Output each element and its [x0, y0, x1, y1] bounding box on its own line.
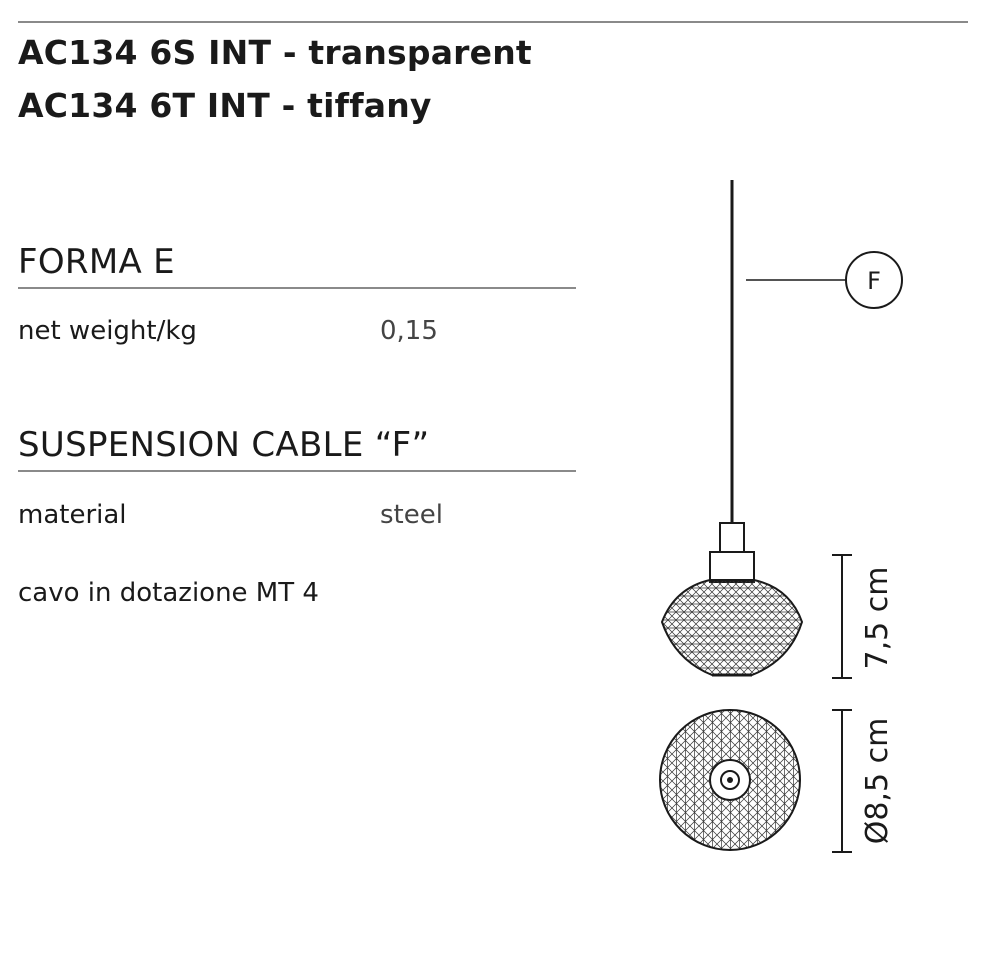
diameter-dim-label: Ø8,5 cm — [860, 718, 895, 845]
product-title-tiffany: AC134 6T INT - tiffany — [18, 86, 432, 125]
net-weight-label: net weight/kg — [18, 316, 197, 346]
lamp-cap — [719, 522, 745, 554]
top-divider — [18, 21, 968, 23]
section-divider-forma — [18, 287, 576, 289]
section-divider-cable — [18, 470, 576, 472]
cable-callout-circle — [845, 251, 903, 309]
product-title-transparent: AC134 6S INT - transparent — [18, 33, 532, 72]
net-weight-value: 0,15 — [380, 316, 438, 346]
cable-callout-label: F — [867, 267, 881, 295]
section-heading-forma: FORMA E — [18, 242, 175, 282]
section-heading-cable: SUSPENSION CABLE “F” — [18, 425, 430, 465]
material-label: material — [18, 500, 127, 530]
lamp-holder — [709, 551, 755, 583]
height-dim-label: 7,5 cm — [860, 567, 895, 670]
cable-note: cavo in dotazione MT 4 — [18, 578, 319, 608]
lamp-shade-side — [660, 579, 804, 676]
lamp-technical-drawing: F 7,5 cm Ø8,5 cm — [659, 180, 903, 853]
material-value: steel — [380, 500, 443, 530]
